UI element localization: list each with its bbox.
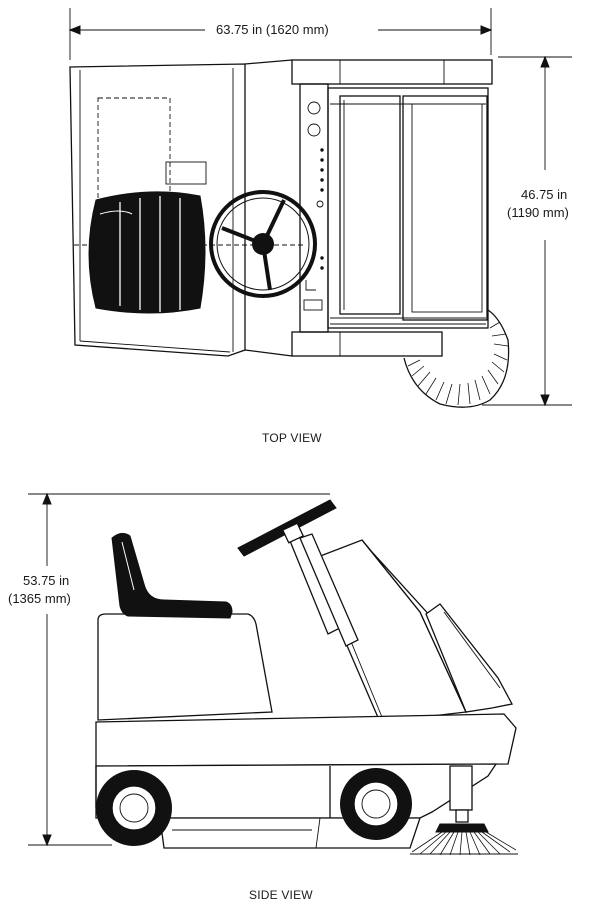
side-brush	[410, 765, 518, 856]
side-steering	[237, 499, 359, 647]
top-side-brush	[403, 309, 510, 408]
top-width-dimension-label: 63.75 in (1620 mm)	[216, 22, 329, 37]
side-view-drawing	[28, 492, 518, 856]
side-hopper-console	[309, 539, 513, 723]
top-hopper-assembly	[291, 59, 493, 357]
top-width-dimension-line	[68, 8, 493, 60]
top-steering-wheel	[209, 190, 317, 298]
side-seat-base	[97, 613, 273, 721]
top-view-drawing	[68, 8, 572, 408]
side-view-caption: SIDE VIEW	[249, 888, 313, 902]
side-height-dimension-label-line1: 53.75 in	[23, 573, 70, 588]
top-depth-dimension-label-line2: (1190 mm)	[507, 205, 569, 220]
side-height-dimension-line	[28, 492, 330, 847]
top-depth-dimension-label-line1: 46.75 in	[521, 187, 568, 202]
top-seat	[88, 191, 206, 314]
side-seat	[111, 532, 233, 619]
side-front-wheel	[340, 768, 412, 840]
top-depth-dimension-line	[482, 55, 572, 407]
side-height-dimension-label-line2: (1365 mm)	[8, 591, 71, 606]
side-rear-wheel	[95, 766, 172, 846]
top-view-caption: TOP VIEW	[262, 431, 322, 445]
